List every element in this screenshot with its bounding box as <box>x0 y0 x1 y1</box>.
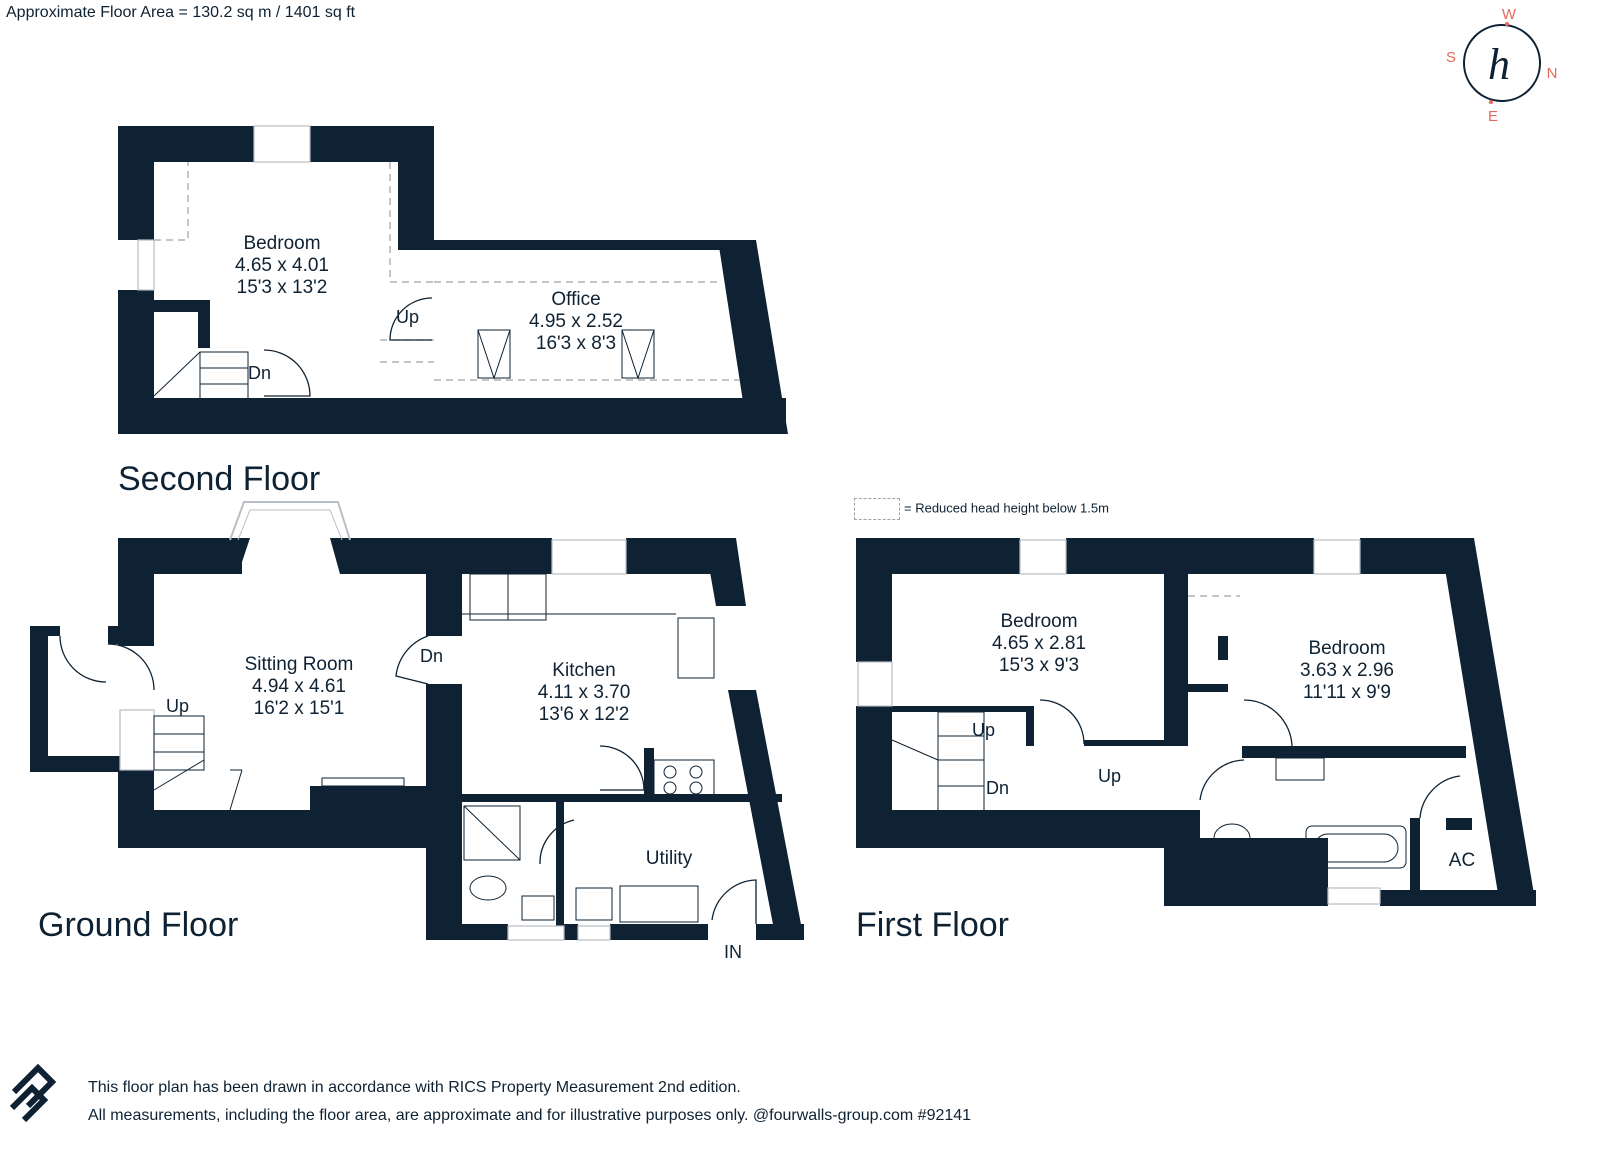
first-bath-north-wall <box>1242 746 1466 758</box>
first-dn-label: Dn <box>986 778 1010 798</box>
first-east-wall <box>1440 538 1536 906</box>
ground-east-wall-lower <box>728 690 804 940</box>
fittings <box>321 573 1407 923</box>
room-imperial: 16'2 x 15'1 <box>253 698 345 719</box>
ac-label: AC <box>1449 850 1475 872</box>
porch-north-wall <box>30 626 60 636</box>
compass-icon: W S N E h <box>1446 6 1558 123</box>
disclaimer-line-2: All measurements, including the floor ar… <box>88 1107 972 1124</box>
second-stair-wall <box>154 300 210 312</box>
room-metric: 4.65 x 2.81 <box>991 633 1087 654</box>
compass-w-letter: W <box>1502 6 1517 23</box>
second-dn-label: Dn <box>248 363 272 383</box>
second-east-wall <box>718 240 788 434</box>
ground-hearth <box>310 786 428 816</box>
second-bedroom-label: Bedroom 4.65 x 4.01 15'3 x 13'2 <box>235 233 329 299</box>
kitchen-label: Kitchen 4.11 x 3.70 13'6 x 12'2 <box>538 660 631 726</box>
reduced-headroom <box>154 162 1240 597</box>
first-middle-wall <box>1164 574 1188 744</box>
ground-middle-wall-lower <box>426 684 462 940</box>
room-imperial: 13'6 x 12'2 <box>538 704 630 725</box>
porch-west-wall <box>30 626 48 772</box>
brand-letter: h <box>1488 40 1510 89</box>
room-name: Bedroom <box>243 233 321 254</box>
room-name: Bedroom <box>1000 611 1078 632</box>
utility-label: Utility <box>646 848 692 870</box>
ground-dn-label: Dn <box>420 646 444 666</box>
room-name: Bedroom <box>1308 638 1386 659</box>
second-office-north-wall <box>398 240 756 250</box>
compass-s-letter: S <box>1446 49 1456 66</box>
ground-south-wall-west <box>118 810 428 848</box>
room-name: AC <box>1448 850 1476 871</box>
ground-south-wall-b <box>610 924 708 940</box>
room-name: Sitting Room <box>244 654 354 675</box>
windows <box>119 125 1381 941</box>
room-name: Office <box>551 289 601 310</box>
room-imperial: 15'3 x 9'3 <box>998 655 1080 676</box>
reduced-headroom-legend: = Reduced head height below 1.5m <box>854 498 1109 520</box>
first-up-landing-label: Up <box>1098 766 1122 786</box>
second-west-wall-upper <box>118 126 154 240</box>
porch-south-wall <box>30 756 124 772</box>
disclaimer: This floor plan has been drawn in accord… <box>88 1074 971 1130</box>
compass-n-letter: N <box>1547 65 1558 82</box>
office-label: Office 4.95 x 2.52 16'3 x 8'3 <box>529 289 623 355</box>
entrance-label: IN <box>724 942 742 962</box>
first-floor-title: First Floor <box>856 906 1009 944</box>
room-metric: 3.63 x 2.96 <box>1299 660 1395 681</box>
room-name: Utility <box>645 848 693 869</box>
fourwalls-logo-icon <box>9 1063 56 1123</box>
room-imperial: 16'3 x 8'3 <box>535 333 617 354</box>
room-metric: 4.95 x 2.52 <box>528 311 624 332</box>
second-stair-wall-2 <box>198 300 210 348</box>
room-metric: 4.11 x 3.70 <box>537 682 631 703</box>
first-north-wall-mid <box>1066 538 1314 574</box>
ground-north-wall-mid <box>340 538 552 574</box>
first-up-stairs-label: Up <box>972 720 996 740</box>
disclaimer-line-1: This floor plan has been drawn in accord… <box>88 1079 741 1096</box>
room-imperial: 11'11 x 9'9 <box>1303 682 1391 703</box>
doors <box>59 297 1461 924</box>
ground-south-wall-a <box>426 924 508 940</box>
legend-dashed-box <box>854 498 900 520</box>
legend-text: = Reduced head height below 1.5m <box>904 500 1109 516</box>
skylights <box>477 329 655 380</box>
room-name: Kitchen <box>552 660 616 681</box>
first-south-wall-mid <box>1164 838 1328 906</box>
floor-area-text: Approximate Floor Area = 130.2 sq m / 14… <box>6 4 356 21</box>
porch-ne-wall <box>108 626 154 644</box>
sitting-room-label: Sitting Room 4.94 x 4.61 16'2 x 15'1 <box>245 654 354 720</box>
second-floor-title: Second Floor <box>118 460 321 498</box>
ground-floor-title: Ground Floor <box>38 906 239 944</box>
first-bedroom-1-label: Bedroom 4.65 x 2.81 15'3 x 9'3 <box>992 611 1086 677</box>
second-up-label: Up <box>396 307 420 327</box>
room-metric: 4.94 x 4.61 <box>251 676 347 697</box>
compass-e-letter: E <box>1488 108 1498 123</box>
ground-utility-north-wall <box>462 794 782 802</box>
ground-up-label: Up <box>166 696 190 716</box>
room-imperial: 15'3 x 13'2 <box>236 277 328 298</box>
ground-middle-wall-upper <box>426 574 462 636</box>
second-middle-wall <box>398 126 434 244</box>
stairs <box>153 351 985 813</box>
first-west-wall-upper <box>856 538 892 662</box>
room-metric: 4.65 x 4.01 <box>234 255 330 276</box>
ground-east-wall-upper <box>704 538 746 606</box>
first-bedroom-2-label: Bedroom 3.63 x 2.96 11'11 x 9'9 <box>1300 638 1394 704</box>
first-south-wall-west <box>856 810 1200 848</box>
